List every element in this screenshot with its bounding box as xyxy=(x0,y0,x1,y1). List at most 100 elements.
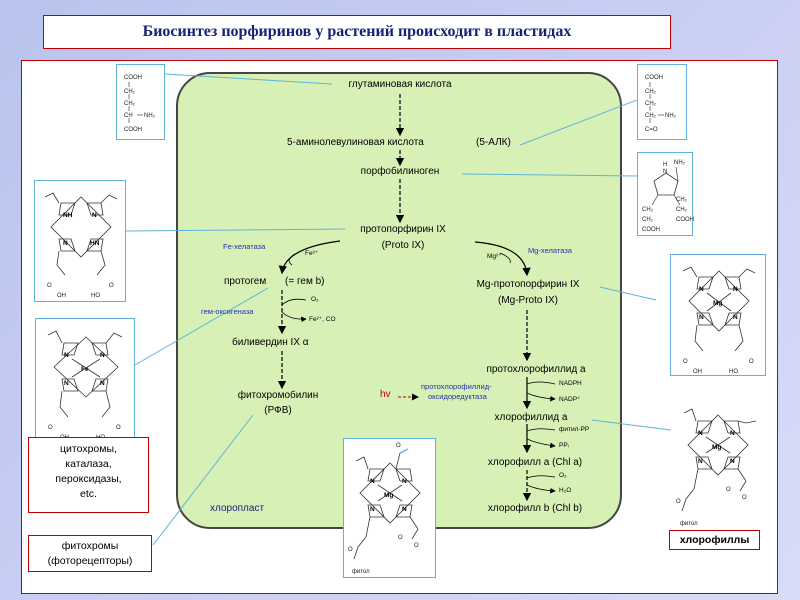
porphobilinogen-label: порфобилиноген xyxy=(360,166,440,177)
cytochromes-box: цитохромы, каталаза, пероксидазы, etc. xyxy=(28,437,149,513)
chl-text-8: O xyxy=(348,547,353,553)
fe2-label: Fe²⁺ xyxy=(305,250,319,257)
protoheme-label: протогем xyxy=(224,276,267,287)
cytochromes-line-4: etc. xyxy=(80,488,97,500)
page-title: Биосинтез порфиринов у растений происход… xyxy=(43,15,671,49)
nadp-label: NADP⁺ xyxy=(559,396,581,403)
protoheme-eq-label: (= гем b) xyxy=(285,276,325,287)
biliverdin-label: биливердин IX α xyxy=(232,337,309,348)
glutamic-acid-structure: COOH CH₂ CH₂ CH NH₂ COOH xyxy=(116,64,165,140)
ala-label: 5-аминолевулиновая кислота xyxy=(287,137,424,148)
pbg-text-7: COOH xyxy=(642,227,660,233)
proto-text-8: O xyxy=(109,283,114,289)
phytochromes-line-2: (фоторецепторы) xyxy=(47,555,133,567)
ala-structure: COOH CH₂ CH₂ CH₂ NH₂ C=O xyxy=(637,64,687,140)
proto-text-4: HN xyxy=(90,240,100,247)
heme-text-4: N xyxy=(100,380,105,387)
chl-text-9: O xyxy=(398,535,403,541)
phytochromes-line-1: фитохромы xyxy=(61,540,119,552)
cytochromes-line-2: каталаза, xyxy=(65,458,112,470)
heme-text-9: O xyxy=(116,425,121,431)
heme-text-5: Fe xyxy=(81,366,89,373)
glu-text-4: CH xyxy=(124,113,133,119)
mgp-text-6: O xyxy=(683,359,688,365)
protoporphyrin-label: протопорфирин IX xyxy=(360,224,446,235)
mg2-label: Mg²⁺ xyxy=(487,253,502,260)
pbg-text-4: CH₂ xyxy=(642,207,654,213)
chla-text-7: O xyxy=(676,499,681,505)
pbg-text-8: COOH xyxy=(676,217,694,223)
ppi-label: PPᵢ xyxy=(559,442,569,449)
protoporphyrin-abbr-label: (Proto IX) xyxy=(381,240,425,251)
ala-text-4: CH₂ xyxy=(645,113,657,119)
mg-proto-abbr-label: (Mg-Proto IX) xyxy=(497,295,559,306)
fe-chelatase-label: Fe-хелатаза xyxy=(223,242,266,251)
pfb-label: (РФВ) xyxy=(264,405,292,416)
proto-text-1: NH xyxy=(63,212,73,219)
chl-a-label: хлорофилл a (Chl a) xyxy=(487,457,583,468)
chloroplast-label: хлоропласт xyxy=(210,503,265,514)
phytyl-pp-label: фитил-PP xyxy=(559,426,590,433)
chla-text-5: Mg xyxy=(712,444,721,451)
chl-text-7: O xyxy=(414,543,419,549)
chla-text-9: фитол xyxy=(680,521,698,527)
phytochromes-box: фитохромы (фоторецепторы) xyxy=(28,535,152,572)
ala-text-6: C=O xyxy=(645,127,658,133)
ala-text-3: CH₂ xyxy=(645,101,657,107)
mg-chelatase-label: Mg-хелатаза xyxy=(528,246,572,255)
phytochromobilin-label: фитохромобилин xyxy=(237,390,319,401)
chla-text-8: O xyxy=(726,487,731,493)
mgp-text-2: N xyxy=(733,286,738,293)
pbg-text-5: CH₂ xyxy=(642,217,654,223)
ala-text-1: COOH xyxy=(645,75,663,81)
mgp-text-8: HO xyxy=(729,369,738,375)
ala-text-2: CH₂ xyxy=(645,89,657,95)
o2-label-a: O₂ xyxy=(311,296,319,303)
chla-text-4: N xyxy=(730,458,735,465)
proto-text-3: N xyxy=(63,240,68,247)
ala-text-5: NH₂ xyxy=(665,113,677,119)
chla-text-3: N xyxy=(698,458,703,465)
chl-text-4: N xyxy=(402,506,407,513)
chl-text-10: фитол xyxy=(352,569,370,575)
chl-text-5: Mg xyxy=(384,492,393,499)
proto-text-5: O xyxy=(47,283,52,289)
pbg-text-2: N xyxy=(663,169,667,175)
porphobilinogen-structure: H N NH₂ CH₂ CH₂ CH₂ COOH COOH CH₂ xyxy=(637,152,694,236)
mgp-text-7: OH xyxy=(693,369,702,375)
proto-text-2: N xyxy=(92,212,97,219)
mgp-text-9: O xyxy=(749,359,754,365)
heme-oxygenase-label: гем-оксигеназа xyxy=(201,307,254,316)
proto-text-6: OH xyxy=(57,293,66,299)
glu-text-1: COOH xyxy=(124,75,142,81)
proto-text-7: HO xyxy=(91,293,100,299)
glu-text-5: NH₂ xyxy=(144,113,156,119)
o2-label-b: O₂ xyxy=(559,472,567,479)
chlorophylls-box: хлорофиллы xyxy=(669,530,760,550)
cytochromes-line-3: пероксидазы, xyxy=(55,473,122,485)
chl-text-3: N xyxy=(370,506,375,513)
heme-text-6: O xyxy=(48,425,53,431)
chl-b-label: хлорофилл b (Chl b) xyxy=(487,503,583,514)
nadph-label: NADPH xyxy=(559,380,582,387)
glu-text-3: CH₂ xyxy=(124,101,136,107)
heme-text-3: N xyxy=(64,380,69,387)
glutamic-acid-label: глутаминовая кислота xyxy=(348,79,452,90)
pbg-text-1: H xyxy=(663,162,667,168)
heme-structure: N N N N Fe O OH HO O xyxy=(35,318,135,443)
hv-label: hv xyxy=(380,389,391,400)
chlorophyll-b-structure: N N N N Mg O O O O фитол xyxy=(343,438,436,578)
fe-co-label: Fe²⁺, CO xyxy=(309,316,336,323)
mgp-text-4: N xyxy=(733,314,738,321)
pbg-text-9: CH₂ xyxy=(676,197,688,203)
glu-text-2: CH₂ xyxy=(124,89,136,95)
chla-text-6: O xyxy=(742,495,747,501)
pbg-text-3: NH₂ xyxy=(674,160,686,166)
ala-abbr-label: (5-АЛК) xyxy=(476,137,511,148)
pchlide-enzyme-label-1: протохлорофиллид- xyxy=(421,382,492,391)
heme-text-2: N xyxy=(100,352,105,359)
mgp-text-5: Mg xyxy=(713,300,722,307)
chl-text-2: N xyxy=(402,478,407,485)
cytochromes-line-1: цитохромы, xyxy=(60,443,117,455)
